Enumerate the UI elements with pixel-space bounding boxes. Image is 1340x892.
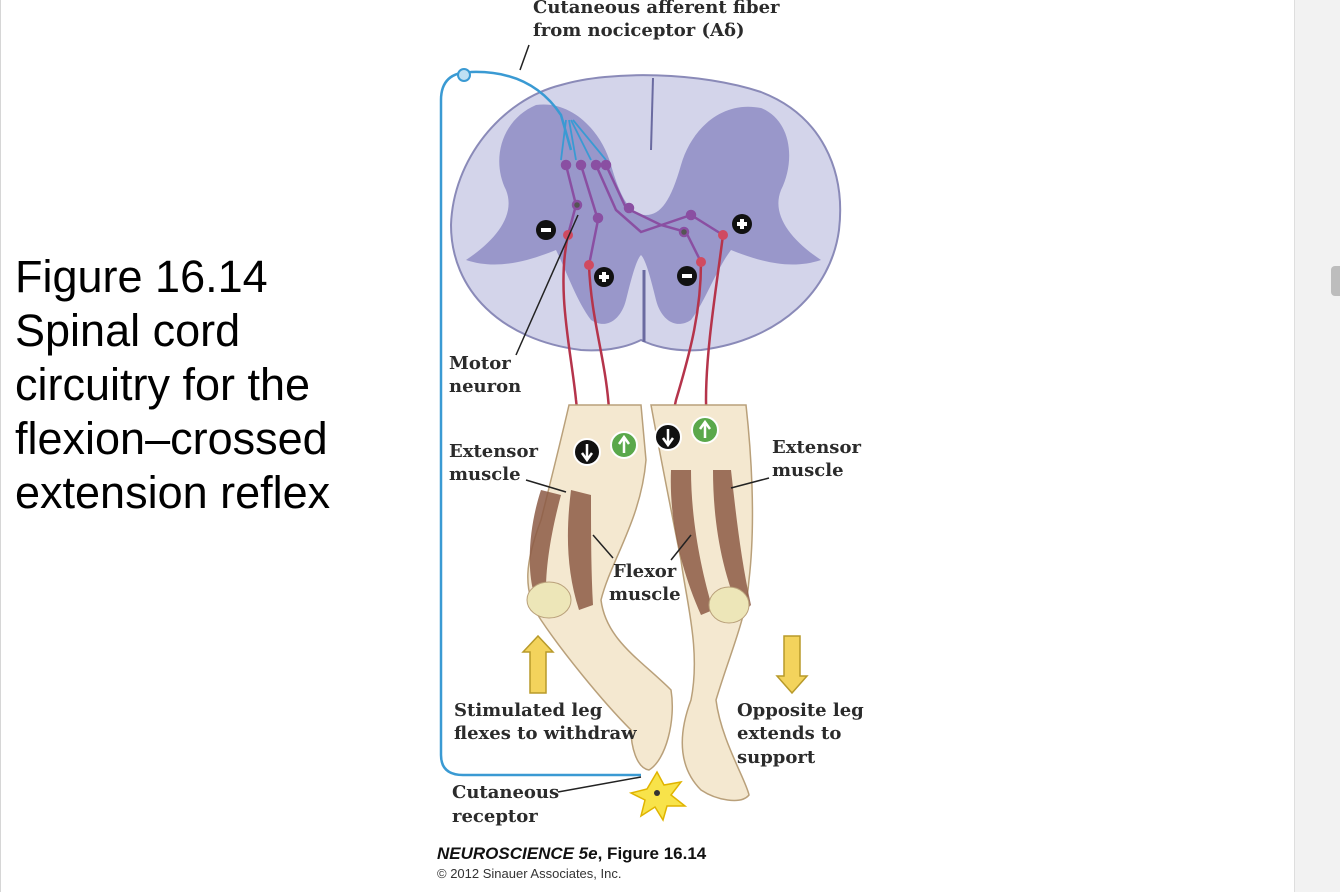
scrollbar-track[interactable] — [1294, 0, 1340, 892]
figure-caption: Figure 16.14 Spinal cord circuitry for t… — [15, 250, 330, 520]
down-arrow — [775, 635, 809, 695]
left-flexor-muscle — [567, 490, 593, 610]
extensor-left-label-1: Extensor — [449, 441, 538, 462]
right-knee — [708, 586, 750, 624]
dorsal-sulcus — [650, 77, 654, 151]
movement-arrows — [521, 634, 809, 695]
flexor-label-2: muscle — [609, 584, 681, 605]
muscle-badges — [573, 416, 719, 466]
caption-line: Spinal cord — [15, 305, 241, 356]
copyright-text: © 2012 Sinauer Associates, Inc. — [437, 866, 622, 881]
scrollbar-thumb[interactable] — [1331, 266, 1340, 296]
stimulated-label-2: flexes to withdraw — [454, 723, 637, 744]
leader-lines — [515, 44, 770, 793]
gray-matter — [466, 104, 821, 324]
opposite-label-2: extends to — [737, 723, 842, 744]
up-arrow — [521, 634, 555, 694]
caption-line: Figure 16.14 — [15, 251, 268, 302]
right-extensor-muscle — [713, 470, 751, 615]
slide: Figure 16.14 Spinal cord circuitry for t… — [0, 0, 864, 892]
extensor-right-label-1: Extensor — [772, 437, 861, 458]
afferent-fiber — [439, 68, 641, 777]
receptor-label-2: receptor — [452, 806, 538, 827]
reflex-diagram — [439, 44, 842, 822]
figure-number: , Figure 16.14 — [597, 844, 707, 863]
figure-credit-title: NEUROSCIENCE 5e, Figure 16.14 — [437, 844, 706, 864]
stimulated-label-1: Stimulated leg — [454, 700, 603, 721]
cord-sign-markers — [536, 214, 752, 287]
dorsal-root-ganglion — [457, 68, 471, 82]
extensor-right-label-2: muscle — [772, 460, 844, 481]
left-knee — [526, 581, 572, 619]
right-flexor-muscle — [670, 470, 713, 615]
stimulus-star-icon — [628, 770, 688, 822]
caption-line: flexion–crossed — [15, 413, 328, 464]
caption-line: extension reflex — [15, 467, 331, 518]
motor-neuron-label-1: Motor — [449, 353, 511, 374]
legs — [526, 404, 754, 802]
book-title: NEUROSCIENCE 5e — [437, 844, 598, 863]
motor-neuron-label-2: neuron — [449, 376, 522, 397]
receptor-label-1: Cutaneous — [452, 782, 560, 803]
opposite-label-3: support — [737, 747, 816, 768]
afferent-label-1: Cutaneous afferent fiber — [533, 0, 780, 18]
opposite-label-1: Opposite leg — [737, 700, 864, 721]
left-extensor-muscle — [529, 490, 561, 590]
spinal-cord — [449, 74, 842, 352]
interneurons — [560, 159, 724, 266]
caption-line: circuitry for the — [15, 359, 311, 410]
extensor-left-label-2: muscle — [449, 464, 521, 485]
flexor-label-1: Flexor — [613, 561, 677, 582]
afferent-label-2: from nociceptor (Aδ) — [533, 20, 745, 41]
